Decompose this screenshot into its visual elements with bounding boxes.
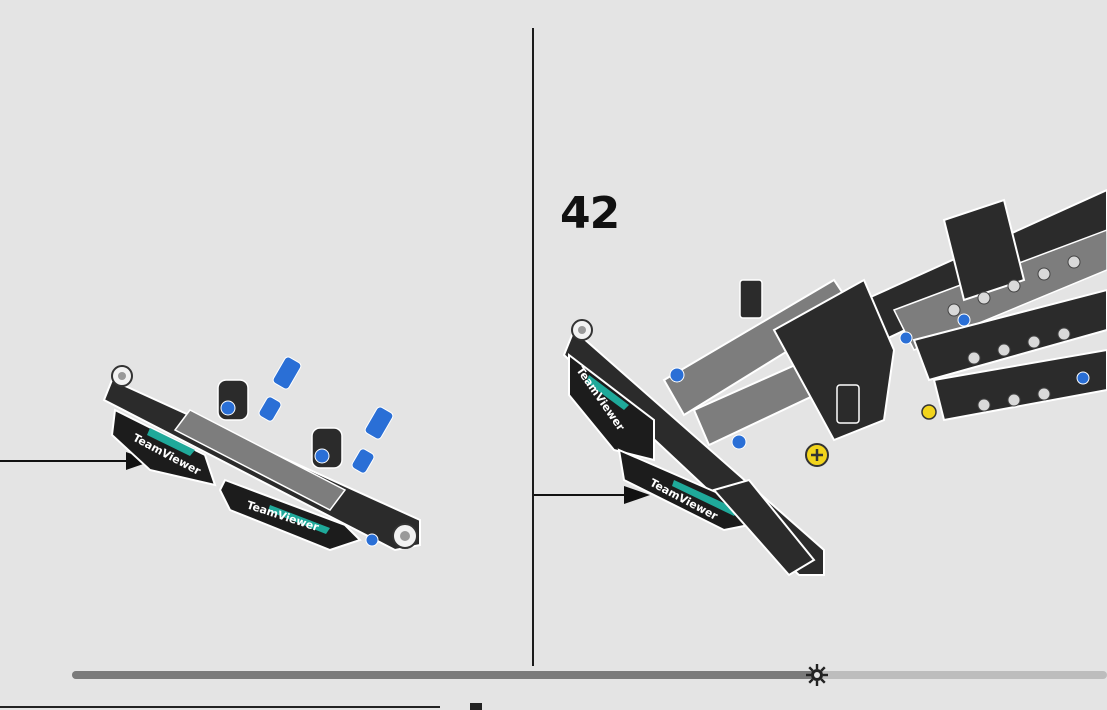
progress-bar — [72, 671, 1107, 679]
page-bottom-edge — [0, 706, 440, 708]
left-subassembly-illustration: TeamViewer TeamViewer — [0, 340, 470, 580]
gear-icon — [805, 663, 829, 687]
right-assembly-illustration: TeamViewer TeamViewer — [534, 180, 1107, 580]
progress-bar-fill — [72, 671, 817, 679]
page-bottom-tab — [470, 703, 482, 710]
arrow-right-icon — [0, 452, 152, 470]
arrow-right-icon — [534, 486, 650, 504]
